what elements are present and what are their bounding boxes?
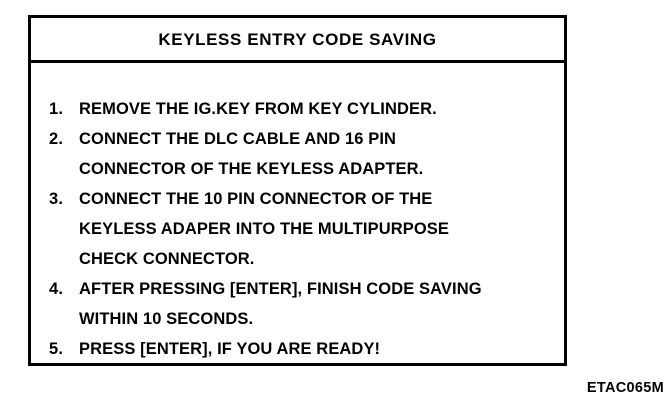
step-text: PRESS [ENTER], IF YOU ARE READY! [79,334,552,364]
instruction-step: 1. REMOVE THE IG.KEY FROM KEY CYLINDER. [49,94,552,124]
step-text-line: CONNECT THE DLC CABLE AND 16 PIN [79,130,397,148]
instruction-step-list: 1. REMOVE THE IG.KEY FROM KEY CYLINDER. 2.… [49,94,552,364]
step-number: 2. [49,130,64,148]
step-text-line: CONNECTOR OF THE KEYLESS ADAPTER. [79,160,424,178]
step-number: 3. [49,190,64,208]
instruction-step: 4. AFTER PRESSING [ENTER], FINISH CODE SA… [49,274,552,334]
panel-title: KEYLESS ENTRY CODE SAVING [158,29,437,49]
instruction-step: 3. CONNECT THE 10 PIN CONNECTOR OF THE KEY… [49,184,552,274]
step-number: 1. [49,100,64,118]
step-text: CONNECT THE 10 PIN CONNECTOR OF THE KEYLE… [79,184,552,274]
keyless-entry-panel: KEYLESS ENTRY CODE SAVING 1. REMOVE THE I… [28,15,567,366]
instruction-step: 5. PRESS [ENTER], IF YOU ARE READY! [49,334,552,364]
step-text-line: CHECK CONNECTOR. [79,250,255,268]
step-text-line: PRESS [ENTER], IF YOU ARE READY! [79,340,381,358]
panel-body: 1. REMOVE THE IG.KEY FROM KEY CYLINDER. 2.… [31,66,564,363]
step-text-line: KEYLESS ADAPER INTO THE MULTIPURPOSE [79,220,449,238]
step-text-line: REMOVE THE IG.KEY FROM KEY CYLINDER. [79,100,437,118]
step-text-line: WITHIN 10 SECONDS. [79,310,254,328]
figure-reference-label: ETAC065M [586,380,664,396]
step-text: REMOVE THE IG.KEY FROM KEY CYLINDER. [79,94,552,124]
panel-titlebar: KEYLESS ENTRY CODE SAVING [31,18,564,63]
step-text: CONNECT THE DLC CABLE AND 16 PIN CONNECTO… [79,124,552,184]
step-text-line: CONNECT THE 10 PIN CONNECTOR OF THE [79,190,433,208]
step-text: AFTER PRESSING [ENTER], FINISH CODE SAVI… [79,274,552,334]
step-text-line: AFTER PRESSING [ENTER], FINISH CODE SAVI… [79,280,482,298]
step-number: 5. [49,340,64,358]
step-number: 4. [49,280,64,298]
